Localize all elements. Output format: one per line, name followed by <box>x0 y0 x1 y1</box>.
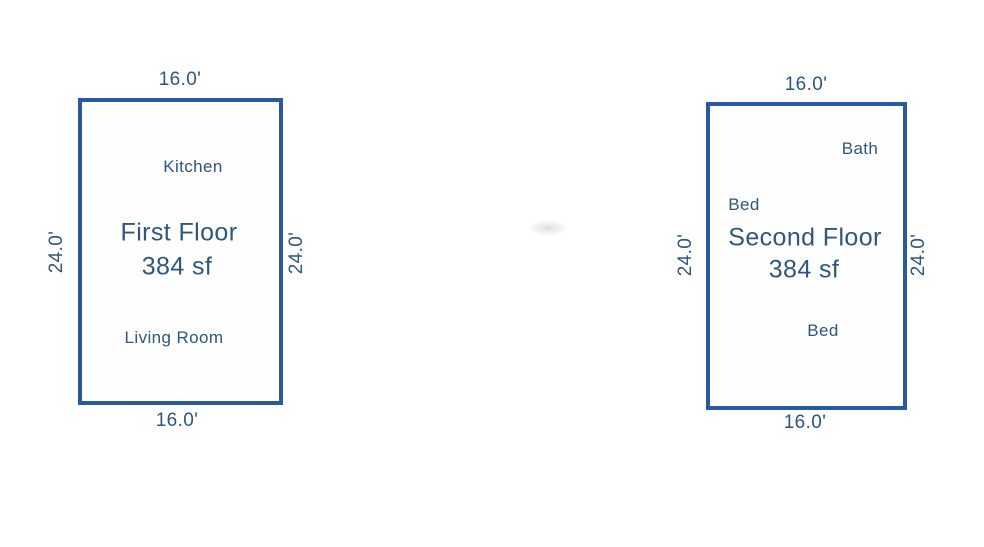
second-floor-outline <box>706 102 907 410</box>
room-label-bed-lower: Bed <box>807 321 839 340</box>
second-floor-title: Second Floor <box>728 223 882 252</box>
room-label-kitchen: Kitchen <box>163 157 223 176</box>
first-floor-title: First Floor <box>120 218 238 247</box>
first-floor-bottom-dimension: 16.0' <box>155 410 199 431</box>
first-floor-left-dimension: 24.0' <box>46 230 67 274</box>
second-floor-area: 384 sf <box>768 255 840 284</box>
first-floor-right-dimension: 24.0' <box>286 231 307 275</box>
scan-smudge-artifact <box>528 220 568 236</box>
second-floor-left-dimension: 24.0' <box>675 233 696 277</box>
first-floor-top-dimension: 16.0' <box>158 69 202 90</box>
room-label-bath: Bath <box>841 139 879 158</box>
room-label-living-room: Living Room <box>124 328 224 347</box>
second-floor-bottom-dimension: 16.0' <box>783 412 827 433</box>
first-floor-outline <box>78 98 283 405</box>
second-floor-right-dimension: 24.0' <box>908 233 929 277</box>
first-floor-area: 384 sf <box>141 252 213 281</box>
room-label-bed-upper: Bed <box>728 195 760 214</box>
second-floor-top-dimension: 16.0' <box>784 74 828 95</box>
